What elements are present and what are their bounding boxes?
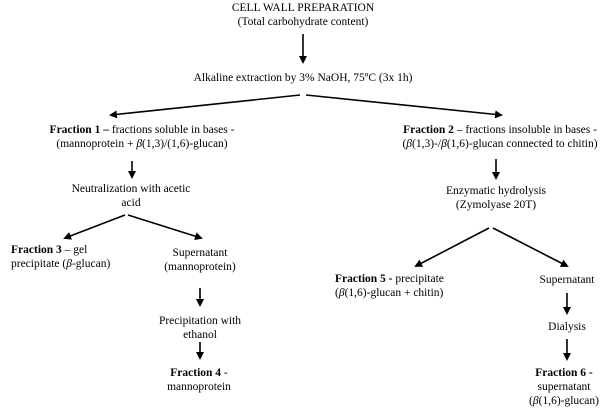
enzymatic-node: Enzymatic hydrolysis (Zymolyase 20T): [446, 184, 546, 212]
fraction3-desc: – gel: [61, 244, 88, 256]
fraction3-title: Fraction 3: [11, 244, 62, 256]
fraction1-title: Fraction 1 –: [49, 124, 109, 136]
arrow-neutralization-to-fraction3: [63, 214, 126, 240]
fraction6-composition-post: (1,6)-glucan): [538, 395, 599, 407]
extraction-label: Alkaline extraction by 3% NaOH, 75ºC (3x…: [193, 72, 413, 84]
fraction2-node: Fraction 2 – fractions insoluble in base…: [402, 123, 597, 151]
fraction5-desc: precipitate: [392, 273, 444, 285]
precipitation-line2: ethanol: [183, 329, 217, 341]
fraction2-beta-2: β: [441, 138, 447, 150]
arrow-enzymatic-to-fraction5: [414, 227, 490, 267]
fraction1-beta: β: [136, 138, 143, 150]
supernatant-left-line2: (mannoprotein): [164, 261, 236, 273]
precipitation-line1: Precipitation with: [158, 315, 242, 327]
fraction2-composition-post: (1,6)-glucan connected to chitin): [446, 138, 598, 150]
neutralization-line1: Neutralization with acetic: [71, 183, 191, 195]
fraction5-title: Fraction 5 -: [335, 273, 393, 285]
fraction2-composition-pre: (: [402, 138, 407, 150]
fraction4-desc: -: [221, 367, 228, 379]
arrow-extraction-to-fraction1: [109, 94, 301, 119]
root-title: CELL WALL PREPARATION: [231, 2, 375, 14]
fraction6-title: Fraction 6 -: [535, 367, 593, 379]
precipitation-node: Precipitation with ethanol: [159, 314, 241, 342]
fraction4-title: Fraction 4: [170, 367, 222, 379]
fraction6-composition-line2: supernatant: [537, 381, 591, 393]
fraction6-beta: β: [532, 395, 539, 407]
fraction3-beta: β: [66, 258, 72, 270]
supernatant-right-node: Supernatant: [540, 273, 595, 287]
fraction5-composition-pre: (: [335, 287, 339, 299]
supernatant-left-node: Supernatant (mannoprotein): [164, 246, 236, 274]
fraction2-title: Fraction 2: [403, 124, 454, 136]
fraction1-desc: fractions soluble in bases -: [108, 124, 235, 136]
fraction2-beta-1: β: [406, 138, 413, 150]
enzymatic-line1: Enzymatic hydrolysis: [446, 185, 546, 197]
arrow-extraction-to-fraction2: [305, 94, 503, 119]
root-node: CELL WALL PREPARATION (Total carbohydrat…: [232, 1, 374, 29]
fraction4-node: Fraction 4 - mannoprotein: [167, 366, 231, 394]
fraction3-composition-pre: precipitate (: [11, 258, 67, 270]
supernatant-right-line1: Supernatant: [539, 274, 595, 286]
fraction1-composition-pre: (mannoprotein +: [56, 138, 137, 150]
neutralization-line2: acid: [121, 197, 141, 209]
extraction-node: Alkaline extraction by 3% NaOH, 75ºC (3x…: [194, 71, 413, 85]
fraction3-node: Fraction 3 – gel precipitate (β-glucan): [11, 243, 110, 271]
arrow-neutralization-to-supernatant: [127, 214, 203, 241]
enzymatic-line2: (Zymolyase 20T): [455, 199, 537, 211]
fraction5-composition-post: (1,6)-glucan + chitin): [344, 287, 444, 299]
neutralization-node: Neutralization with acetic acid: [72, 182, 191, 210]
fraction6-composition-pre: (: [529, 395, 533, 407]
dialysis-label: Dialysis: [548, 321, 586, 333]
fraction4-composition: mannoprotein: [167, 381, 231, 393]
fraction1-composition-post: (1,3)/(1,6)-glucan): [142, 138, 228, 150]
fraction5-beta: β: [338, 287, 345, 299]
supernatant-left-line1: Supernatant: [172, 247, 228, 259]
fraction2-composition-mid: (1,3)-/: [412, 138, 442, 150]
dialysis-node: Dialysis: [548, 320, 586, 334]
arrow-enzymatic-to-supernatant-right: [492, 227, 569, 267]
fraction1-node: Fraction 1 – fractions soluble in bases …: [50, 123, 235, 151]
fraction2-desc: – fractions insoluble in bases -: [453, 124, 597, 136]
root-subtitle: (Total carbohydrate content): [237, 16, 369, 28]
fraction3-composition-post: -glucan): [71, 258, 111, 270]
fraction5-node: Fraction 5 - precipitate (β(1,6)-glucan …: [335, 272, 444, 300]
fraction6-node: Fraction 6 - supernatant (β(1,6)-glucan): [529, 366, 599, 408]
